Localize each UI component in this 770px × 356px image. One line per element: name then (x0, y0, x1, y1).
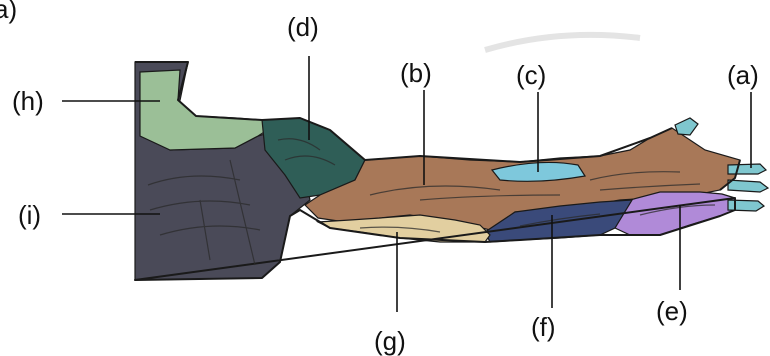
background-stroke (485, 35, 640, 50)
region-a-fingertip-thumb (675, 118, 698, 135)
label-h: (h) (12, 86, 44, 116)
label-g: (g) (374, 326, 406, 356)
label-b: (b) (400, 58, 432, 88)
region-a-fingertip-3 (728, 200, 764, 211)
region-a-fingertip-2 (728, 180, 768, 192)
label-f: (f) (531, 312, 556, 342)
label-c: (c) (516, 60, 546, 90)
region-a-fingertip-1 (728, 164, 766, 174)
corner-label: a) (0, 0, 17, 24)
label-e: (e) (656, 296, 688, 326)
label-i: (i) (18, 200, 41, 230)
label-d: (d) (287, 12, 319, 42)
label-a: (a) (727, 60, 759, 90)
